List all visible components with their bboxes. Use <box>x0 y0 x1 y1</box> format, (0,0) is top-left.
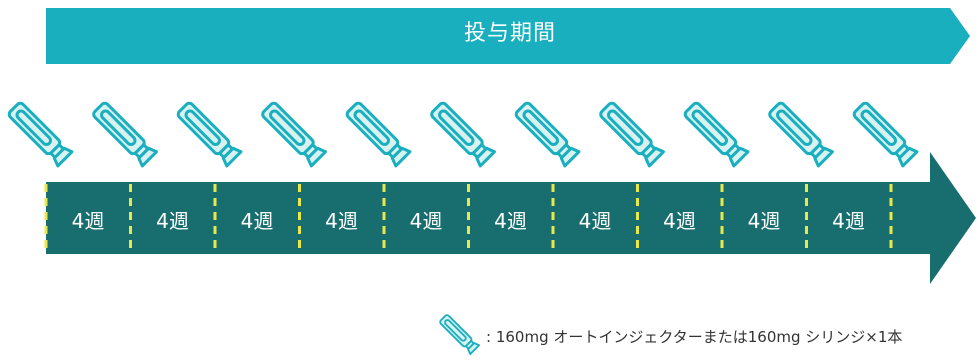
autoinjector-icon <box>852 101 919 168</box>
interval-label: 4週 <box>578 209 612 233</box>
interval-label: 4週 <box>494 209 527 233</box>
injection-markers <box>7 101 919 168</box>
legend-text: : 160mg オートインジェクターまたは160mg シリンジ×1本 <box>486 328 903 346</box>
dosing-period-title: 投与期間 <box>463 21 556 46</box>
autoinjector-icon <box>599 101 665 168</box>
interval-label: 4週 <box>325 209 358 233</box>
autoinjector-icon <box>768 101 834 168</box>
autoinjector-icon <box>345 101 412 168</box>
autoinjector-icon <box>514 101 581 168</box>
interval-dividers <box>44 184 893 252</box>
timeline-arrow <box>46 152 976 284</box>
interval-label: 4週 <box>409 209 443 233</box>
autoinjector-icon <box>92 101 158 168</box>
legend-autoinjector-icon <box>439 314 480 355</box>
interval-label: 4週 <box>240 209 274 233</box>
interval-label: 4週 <box>71 209 105 233</box>
autoinjector-icon <box>439 314 480 355</box>
interval-label: 4週 <box>747 209 781 233</box>
autoinjector-icon <box>176 101 243 168</box>
dosing-period-banner <box>46 8 970 64</box>
interval-label: 4週 <box>832 209 865 233</box>
autoinjector-icon <box>430 101 496 168</box>
interval-label: 4週 <box>156 209 189 233</box>
interval-label: 4週 <box>663 209 696 233</box>
autoinjector-icon <box>683 101 750 168</box>
autoinjector-icon <box>261 101 327 168</box>
autoinjector-icon <box>7 101 74 168</box>
